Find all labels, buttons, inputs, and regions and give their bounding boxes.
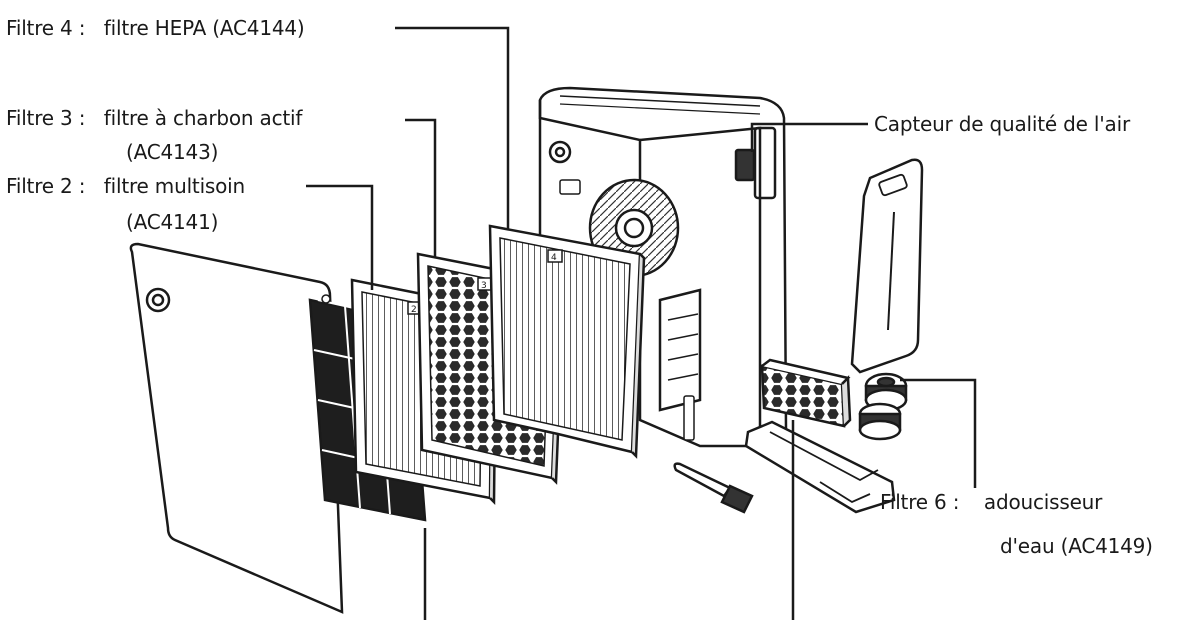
label-filtre-2-number: Filtre 2 : bbox=[6, 174, 86, 198]
leader-filtre-6 bbox=[900, 378, 977, 488]
label-filtre-3-number: Filtre 3 : bbox=[6, 106, 86, 130]
water-tray bbox=[744, 420, 896, 514]
filter-6-softener bbox=[858, 372, 908, 441]
label-filtre-3-name: filtre à charbon actif bbox=[103, 106, 303, 130]
label-filtre-3-code: (AC4143) bbox=[126, 140, 219, 164]
leader-filtre-2 bbox=[306, 184, 374, 290]
label-filtre-2: Filtre 2 : filtre multisoin bbox=[6, 174, 245, 198]
label-filtre-6-number: Filtre 6 : bbox=[880, 490, 960, 514]
filter-3-marker: 3 bbox=[481, 281, 487, 291]
leader-filtre-4 bbox=[395, 26, 510, 230]
leader-capteur bbox=[750, 122, 868, 152]
filter-4-marker: 4 bbox=[551, 253, 557, 263]
label-capteur: Capteur de qualité de l'air bbox=[874, 112, 1130, 136]
cleaning-brush bbox=[673, 462, 754, 514]
label-filtre-2-name: filtre multisoin bbox=[103, 174, 246, 198]
front-cover bbox=[129, 242, 344, 614]
leader-lines bbox=[306, 26, 977, 620]
label-filtre-2-code: (AC4141) bbox=[126, 210, 219, 234]
leader-filtre-3 bbox=[405, 118, 437, 258]
label-filtre-3: Filtre 3 : filtre à charbon actif bbox=[6, 106, 302, 130]
label-filtre-6-code: d'eau (AC4149) bbox=[1000, 534, 1153, 558]
filter-5-block bbox=[760, 358, 852, 428]
label-filtre-6-name: adoucisseur bbox=[983, 490, 1103, 514]
purifier-body bbox=[538, 86, 788, 448]
water-tank bbox=[850, 158, 924, 374]
label-filtre-4-number: Filtre 4 : bbox=[6, 16, 86, 40]
filter-4-hepa bbox=[488, 224, 646, 459]
filter-2-marker: 2 bbox=[411, 305, 417, 315]
label-filtre-4: Filtre 4 : filtre HEPA (AC4144) bbox=[6, 16, 305, 40]
filter-4-tab bbox=[547, 249, 563, 263]
label-filtre-4-name: filtre HEPA (AC4144) bbox=[103, 16, 305, 40]
label-filtre-6: Filtre 6 : adoucisseur bbox=[880, 490, 1102, 514]
